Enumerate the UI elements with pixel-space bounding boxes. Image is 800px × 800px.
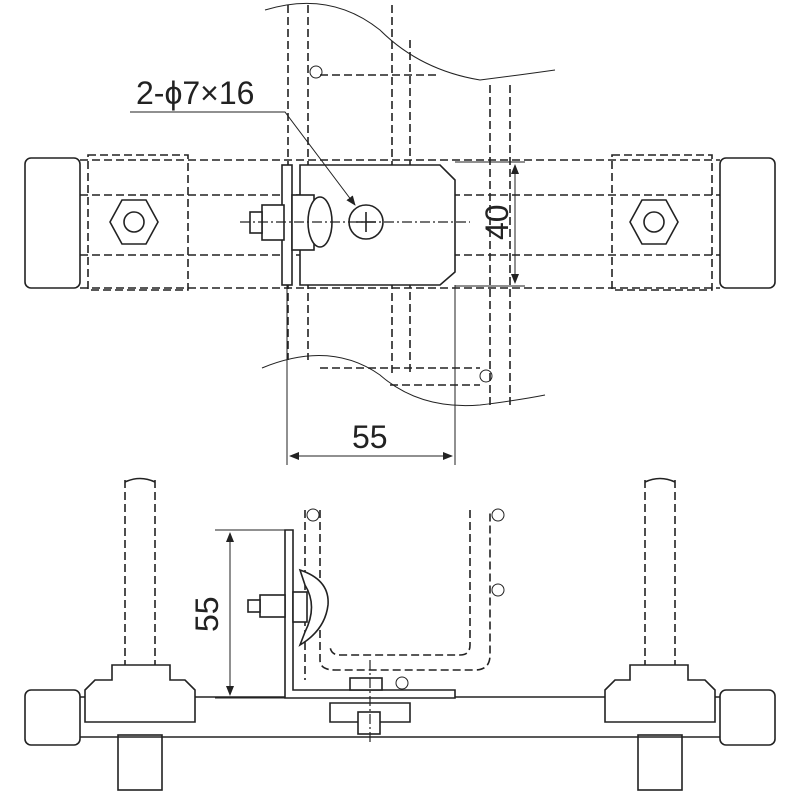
threaded-rods-dashed xyxy=(117,477,683,791)
dim-top-width-label: 55 xyxy=(352,419,388,455)
dim-top-height-label: 40 xyxy=(479,204,515,240)
vertical-rail-dashed xyxy=(261,2,556,407)
u-rail-dashed xyxy=(304,508,505,690)
base-channel xyxy=(24,664,776,746)
hole-callout-label: 2-ϕ7×16 xyxy=(136,75,254,111)
dim-side-height-label: 55 xyxy=(189,596,225,632)
horizontal-channel-dashed xyxy=(24,154,776,291)
side-view: 55 xyxy=(24,477,776,791)
angle-bracket xyxy=(247,529,456,745)
top-view: 2-ϕ7×16 40 55 xyxy=(24,2,776,465)
bracket-top xyxy=(240,164,470,286)
